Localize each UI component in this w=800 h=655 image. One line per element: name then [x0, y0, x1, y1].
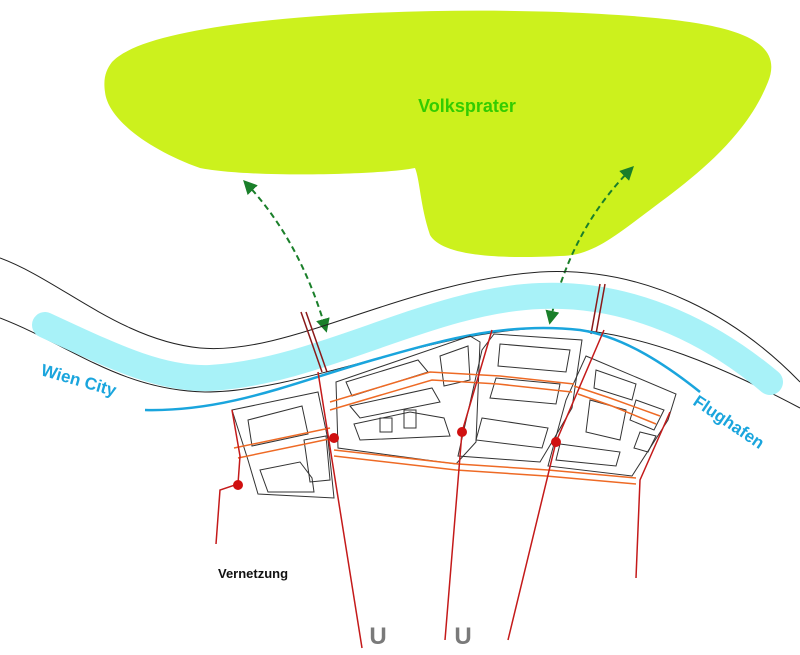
block-center-east [457, 333, 583, 463]
block-east [547, 355, 677, 477]
block-central [335, 335, 481, 465]
bridge-east [590, 283, 606, 335]
ubahn-icon-2: U [454, 623, 471, 650]
legend-label: Vernetzung [218, 566, 288, 581]
park-link-arrow-west [243, 179, 330, 333]
route-line [144, 326, 701, 412]
ubahn-icon-1: U [369, 623, 386, 650]
park-area [104, 10, 772, 258]
node-west [233, 480, 243, 490]
block-west [231, 391, 335, 499]
route-label-east: Flughafen [690, 392, 768, 453]
park-label: Volksprater [418, 96, 516, 116]
river-water [32, 282, 783, 395]
building-blocks [231, 333, 677, 499]
node-center-west [329, 433, 339, 443]
node-center [457, 427, 467, 437]
street-network [233, 371, 661, 485]
node-east [551, 437, 561, 447]
bridge-west [300, 311, 328, 373]
river-bank-north [0, 257, 800, 383]
